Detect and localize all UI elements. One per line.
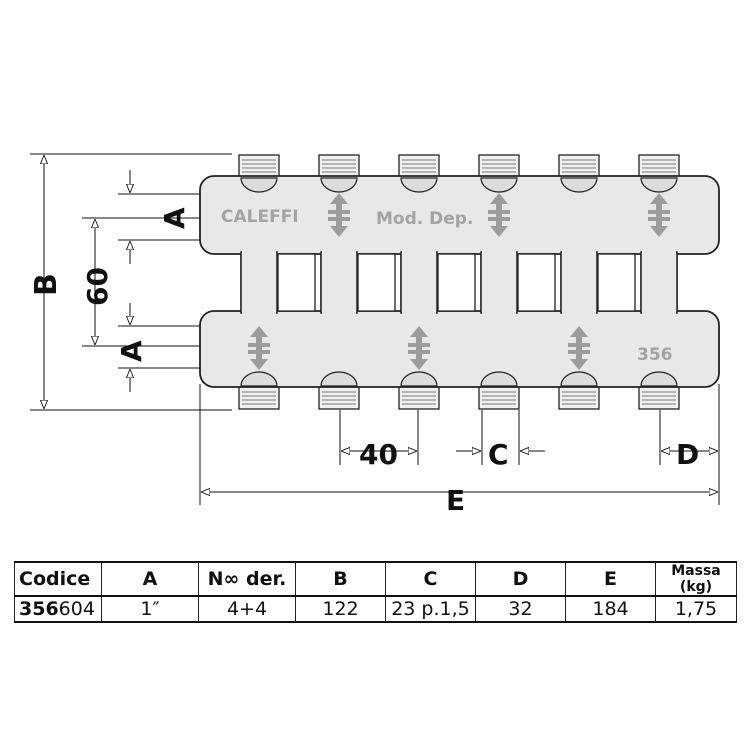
spec-table: Codice A N∞ der. B C D E Massa (kg) 3566… bbox=[14, 561, 737, 623]
cell-c: 23 p.1,5 bbox=[385, 595, 476, 623]
dim-label-a-top: A bbox=[158, 207, 191, 229]
table-row: 356604 1″ 4+4 122 23 p.1,5 32 184 1,75 bbox=[14, 595, 737, 623]
dim-label-b: B bbox=[29, 273, 64, 296]
header-b: B bbox=[295, 561, 386, 597]
header-e: E bbox=[565, 561, 656, 597]
dim-label-60: 60 bbox=[81, 267, 114, 306]
dim-label-e: E bbox=[446, 484, 465, 517]
spec-table-header-row: Codice A N∞ der. B C D E Massa (kg) bbox=[14, 561, 737, 597]
header-massa: Massa (kg) bbox=[655, 561, 737, 597]
flow-arrow-icons bbox=[248, 193, 670, 370]
header-a: A bbox=[101, 561, 199, 597]
manifold-drawing: CALEFFI Mod. Dep. 356 B 60 A A 40 C D E bbox=[29, 153, 720, 517]
cell-b: 122 bbox=[295, 595, 386, 623]
cell-d: 32 bbox=[475, 595, 566, 623]
dim-label-40: 40 bbox=[359, 438, 398, 471]
header-d: D bbox=[475, 561, 566, 597]
model-label: Mod. Dep. bbox=[376, 209, 473, 229]
dim-label-d: D bbox=[676, 438, 699, 471]
code-prefix: 356 bbox=[19, 598, 59, 620]
cell-codice: 356604 bbox=[14, 595, 102, 623]
code-suffix: 604 bbox=[58, 598, 95, 620]
cell-a: 1″ bbox=[101, 595, 199, 623]
header-codice: Codice bbox=[14, 561, 102, 597]
dim-label-c: C bbox=[488, 438, 509, 471]
series-mark-label: 356 bbox=[637, 345, 673, 365]
cell-massa: 1,75 bbox=[655, 595, 737, 623]
header-n-der: N∞ der. bbox=[198, 561, 296, 597]
cell-e: 184 bbox=[565, 595, 656, 623]
cell-n-der: 4+4 bbox=[198, 595, 296, 623]
brand-label: CALEFFI bbox=[221, 207, 299, 227]
header-c: C bbox=[385, 561, 476, 597]
dim-label-a-bottom: A bbox=[115, 340, 148, 362]
